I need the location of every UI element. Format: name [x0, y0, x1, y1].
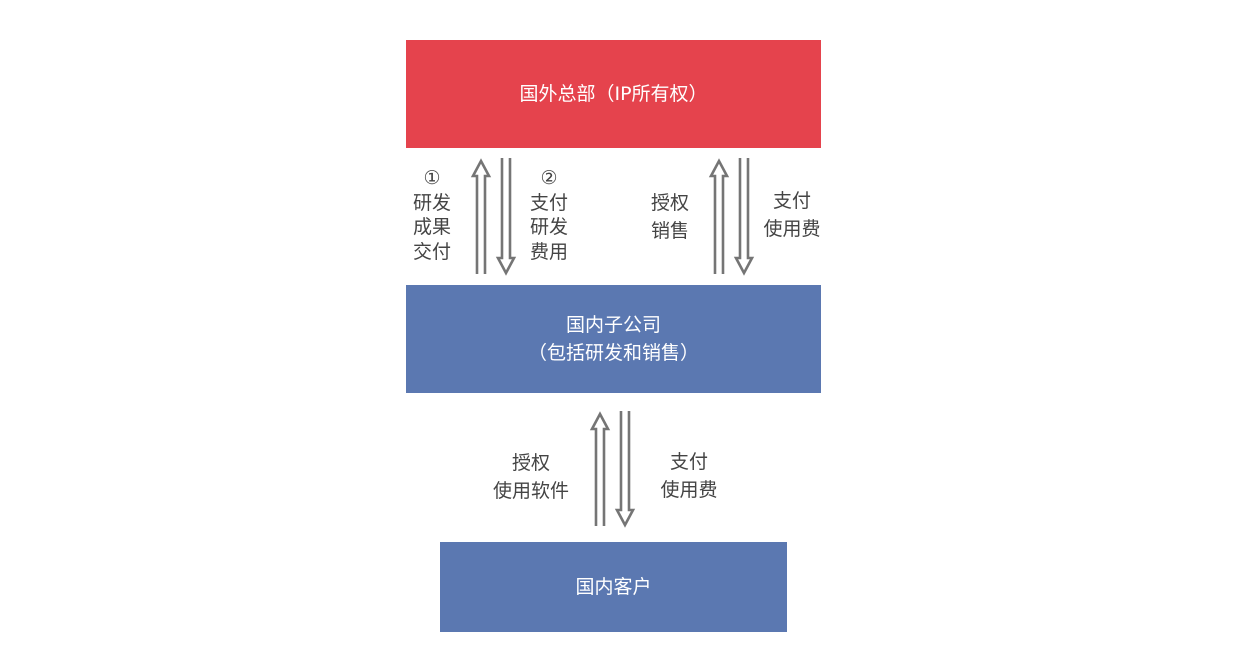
- license-software-line: 授权: [511, 452, 550, 474]
- rd-delivery-line: 交付: [412, 240, 451, 263]
- up-arrow: [708, 158, 730, 274]
- usage-fee-sub-line: 支付: [669, 451, 708, 473]
- rd-payment-line: 研发: [529, 216, 568, 238]
- down-arrow: [614, 411, 636, 528]
- rd-payment-label: ② 支付 研发 费用: [529, 166, 569, 264]
- hq-node: 国外总部（IP所有权）: [406, 40, 821, 148]
- license-sales-line: 销售: [650, 220, 689, 242]
- usage-fee-hq-label: 支付 使用费: [759, 187, 825, 243]
- rd-delivery-line: 研发: [412, 191, 451, 214]
- usage-fee-hq-line: 支付: [772, 190, 811, 212]
- down-arrow: [495, 158, 517, 276]
- up-arrow: [589, 411, 611, 526]
- rd-payment-line: 支付: [529, 191, 568, 214]
- license-software-line: 使用软件: [492, 480, 569, 502]
- customer-node-label: 国内客户: [575, 576, 652, 598]
- customer-node: 国内客户: [440, 542, 787, 632]
- up-arrow: [470, 158, 492, 274]
- license-sales-line: 授权: [650, 192, 689, 214]
- subsidiary-node: 国内子公司 （包括研发和销售）: [406, 285, 821, 393]
- rd-payment-marker: ②: [540, 167, 558, 189]
- hq-node-label: 国外总部（IP所有权）: [519, 83, 708, 105]
- down-arrow: [733, 158, 755, 276]
- license-sales-label: 授权 销售: [650, 189, 690, 245]
- usage-fee-sub-label: 支付 使用费: [655, 448, 723, 504]
- rd-delivery-marker: ①: [423, 167, 441, 189]
- license-software-label: 授权 使用软件: [486, 449, 576, 505]
- rd-payment-line: 费用: [529, 240, 568, 263]
- subsidiary-node-title: 国内子公司: [565, 314, 661, 336]
- usage-fee-hq-line: 使用费: [763, 218, 821, 240]
- rd-delivery-label: ① 研发 成果 交付: [412, 166, 452, 264]
- rd-delivery-line: 成果: [412, 216, 451, 238]
- subsidiary-node-subtitle: （包括研发和销售）: [527, 342, 699, 364]
- usage-fee-sub-line: 使用费: [660, 479, 718, 501]
